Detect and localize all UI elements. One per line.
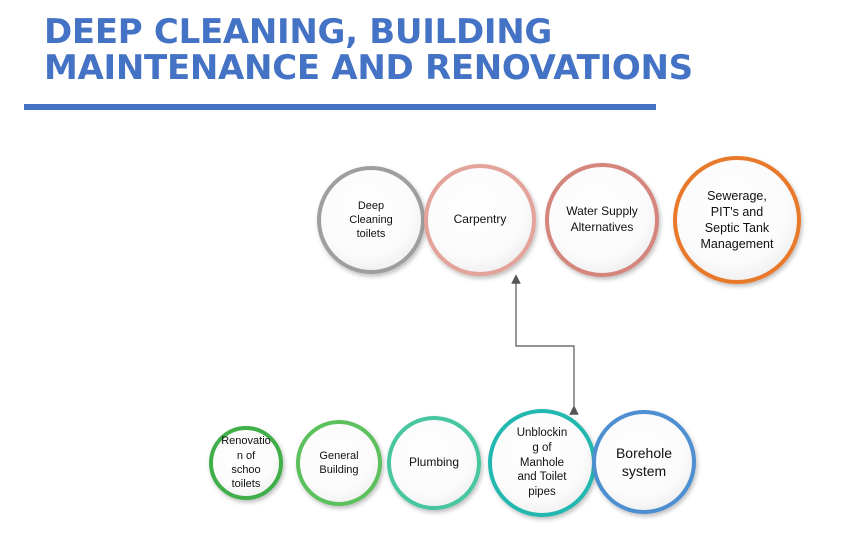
top-row-label: Sewerage, PIT's and Septic Tank Manageme… bbox=[700, 188, 774, 252]
bottom-row-circle bbox=[296, 420, 382, 506]
bottom-row-label: Plumbing bbox=[408, 455, 460, 470]
top-row-circle bbox=[673, 156, 801, 284]
title-line-2: MAINTENANCE AND RENOVATIONS bbox=[44, 48, 693, 88]
top-row-circle bbox=[317, 166, 425, 274]
title-underline bbox=[24, 104, 656, 110]
top-row-circle bbox=[424, 164, 536, 276]
title-line-1: DEEP CLEANING, BUILDING bbox=[44, 12, 552, 52]
page-title: DEEP CLEANING, BUILDING MAINTENANCE AND … bbox=[44, 14, 693, 86]
top-row-label: Deep Cleaning toilets bbox=[349, 199, 393, 241]
bottom-row-circle bbox=[209, 426, 283, 500]
top-row-circles bbox=[317, 156, 801, 284]
bottom-row-circle bbox=[592, 410, 696, 514]
top-row-circle bbox=[545, 163, 659, 277]
top-row-label: Carpentry bbox=[453, 212, 507, 227]
bottom-row-label: Unblockin g of Manhole and Toilet pipes bbox=[516, 426, 568, 499]
bottom-row-label: Renovatio n of schoo toilets bbox=[221, 435, 271, 491]
bottom-row-circle bbox=[387, 416, 481, 510]
bottom-row-circles bbox=[209, 409, 696, 517]
bottom-row-label: General Building bbox=[319, 449, 359, 476]
bottom-row-label: Borehole system bbox=[615, 444, 673, 479]
top-row-label: Water Supply Alternatives bbox=[566, 204, 638, 234]
connector-arrow bbox=[511, 274, 579, 415]
